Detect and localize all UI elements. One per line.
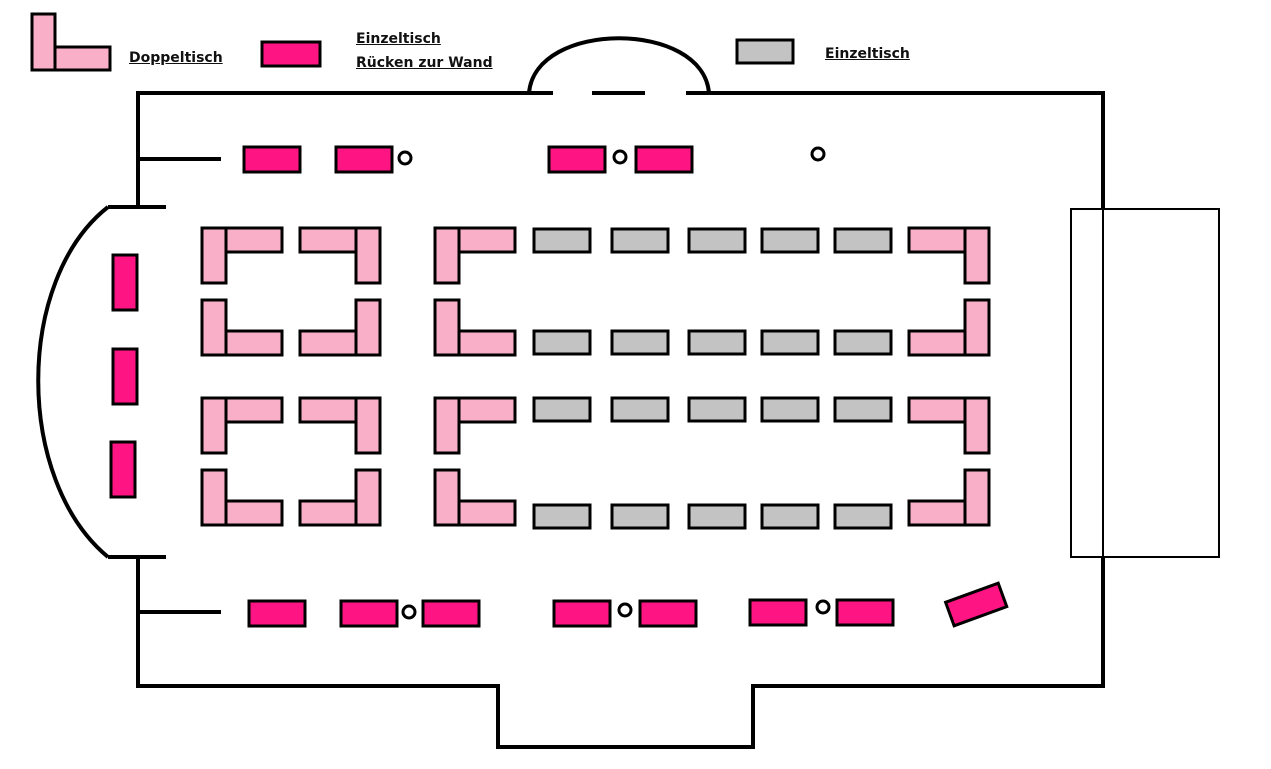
walls (36, 36, 1220, 749)
single-table (833, 396, 893, 423)
double-table-horizontal (298, 396, 358, 424)
single-table (610, 227, 670, 254)
double-table-vertical (354, 396, 382, 455)
bay-window-arc (36, 205, 110, 559)
legend-single-wall-label-1: Einzeltisch (356, 31, 441, 47)
pillar-icon (401, 604, 417, 620)
wall-single-table (748, 598, 808, 627)
pillar-icon (810, 146, 826, 162)
double-table-horizontal (224, 499, 284, 527)
single-table (833, 503, 893, 530)
legend-double-table-vertical (30, 12, 57, 72)
double-table-vertical (200, 396, 228, 455)
wall-single-table (943, 581, 1009, 628)
wall-single-table (109, 440, 137, 499)
double-table-horizontal (907, 499, 967, 527)
double-table-horizontal (907, 329, 967, 357)
single-table (687, 227, 747, 254)
double-table-vertical (963, 226, 991, 285)
wall-single-table (247, 599, 307, 628)
double-table-vertical (200, 468, 228, 527)
legend-single-table-label: Einzeltisch (825, 46, 910, 62)
double-table-horizontal (907, 396, 967, 424)
single-table (760, 227, 820, 254)
double-table-vertical (354, 226, 382, 285)
single-table (610, 329, 670, 356)
single-table (610, 396, 670, 423)
single-table (760, 329, 820, 356)
double-table-horizontal (907, 226, 967, 254)
stage (1070, 208, 1220, 558)
wall-single-table (634, 145, 694, 174)
single-table (687, 329, 747, 356)
bottom-wall (136, 557, 1105, 749)
double-table-horizontal (298, 329, 358, 357)
double-table-horizontal (298, 226, 358, 254)
double-table-vertical (963, 396, 991, 455)
pillar-icon (397, 150, 413, 166)
top-wall (136, 91, 1105, 209)
single-table (833, 329, 893, 356)
double-table-horizontal (457, 329, 517, 357)
legend (30, 12, 795, 72)
double-table-vertical (354, 468, 382, 527)
legend-double-table-label: Doppeltisch (129, 50, 223, 66)
single-table (532, 227, 592, 254)
wall-single-table (242, 145, 302, 174)
legend-single-wall-table (260, 40, 322, 68)
wall-single-table (339, 599, 399, 628)
double-table-vertical (433, 226, 461, 285)
double-table-vertical (200, 298, 228, 357)
double-table-horizontal (457, 396, 517, 424)
single-table (760, 503, 820, 530)
wall-single-table (111, 347, 139, 406)
legend-double-table-horizontal (53, 45, 112, 72)
entrance-dome (527, 36, 711, 94)
double-table-vertical (354, 298, 382, 357)
single-table (760, 396, 820, 423)
double-table-vertical (433, 396, 461, 455)
single-table (532, 396, 592, 423)
double-table-vertical (433, 468, 461, 527)
wall-single-table (552, 599, 612, 628)
double-table-vertical (433, 298, 461, 357)
double-table-vertical (963, 298, 991, 357)
single-table (687, 503, 747, 530)
double-table-vertical (963, 468, 991, 527)
tables (109, 145, 1009, 628)
wall-single-table (547, 145, 607, 174)
single-table (833, 227, 893, 254)
wall-single-table (835, 598, 895, 627)
single-table (610, 503, 670, 530)
wall-single-table (111, 253, 139, 312)
legend-single-wall-label-2: Rücken zur Wand (356, 55, 493, 71)
double-table-horizontal (224, 226, 284, 254)
wall-stubs (138, 157, 221, 614)
single-table (532, 503, 592, 530)
pillar-icon (612, 149, 628, 165)
wall-single-table (421, 599, 481, 628)
double-table-horizontal (224, 396, 284, 424)
double-table-horizontal (457, 226, 517, 254)
pillar-icon (815, 599, 831, 615)
double-table-vertical (200, 226, 228, 285)
wall-single-table (638, 599, 698, 628)
pillar-icon (617, 602, 633, 618)
double-table-horizontal (298, 499, 358, 527)
double-table-horizontal (224, 329, 284, 357)
wall-single-table (334, 145, 394, 174)
single-table (687, 396, 747, 423)
legend-single-table (735, 38, 795, 65)
double-table-horizontal (457, 499, 517, 527)
single-table (532, 329, 592, 356)
